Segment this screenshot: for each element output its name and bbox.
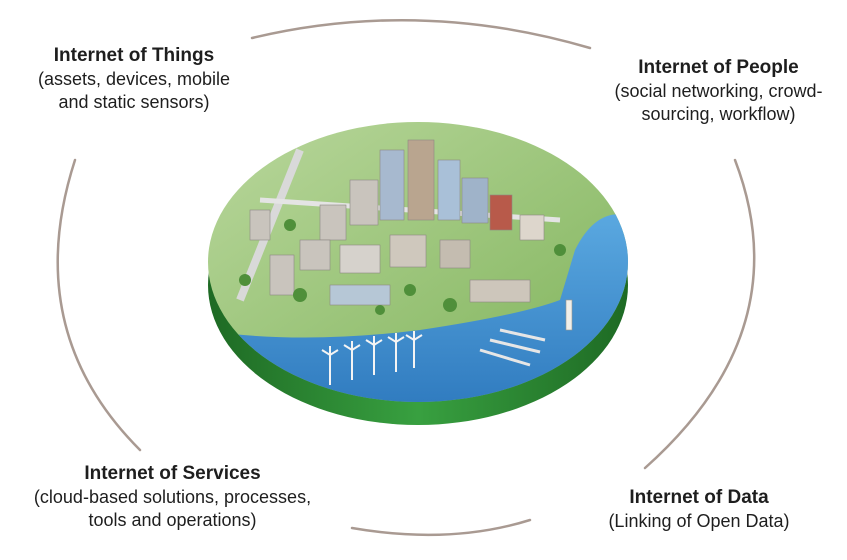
pier: [479, 328, 546, 367]
connector-arcs: [56, 19, 756, 537]
node-description-line: tools and operations): [88, 510, 257, 531]
smart-city-disc: [208, 122, 628, 425]
wind-turbines: [321, 331, 423, 385]
arc-top: [250, 19, 592, 50]
node-title: Internet of Data: [629, 487, 769, 508]
node-internet-of-services: Internet of Services (cloud-based soluti…: [0, 462, 345, 532]
node-description-line: (social networking, crowd-: [614, 81, 823, 102]
water-bay: [208, 214, 628, 402]
node-title: Internet of Services: [84, 463, 261, 484]
node-title: Internet of People: [638, 57, 799, 78]
node-internet-of-data: Internet of Data (Linking of Open Data): [575, 486, 823, 533]
node-description-line: sourcing, workflow): [641, 104, 796, 125]
node-title: Internet of Things: [53, 45, 215, 66]
node-description-line: (cloud-based solutions, processes,: [33, 487, 312, 508]
buildings: [249, 139, 545, 306]
arc-left: [56, 158, 142, 452]
node-description-line: (assets, devices, mobile: [37, 69, 231, 90]
node-internet-of-people: Internet of People (social networking, c…: [590, 56, 847, 126]
node-description-line: (Linking of Open Data): [608, 511, 790, 532]
trees: [239, 219, 566, 315]
arc-bottom: [350, 518, 532, 537]
lighthouse: [565, 299, 573, 331]
node-description-line: and static sensors): [58, 92, 210, 113]
node-internet-of-things: Internet of Things (assets, devices, mob…: [0, 44, 268, 114]
arc-right: [643, 158, 756, 470]
